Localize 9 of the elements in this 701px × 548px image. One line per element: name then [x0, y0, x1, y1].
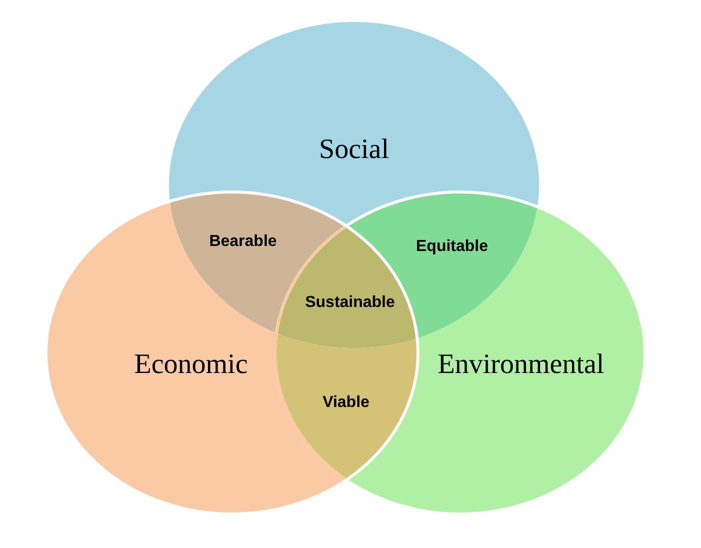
circle-label: Environmental [438, 348, 604, 382]
overlap-region [276, 226, 418, 348]
overlap-label: Sustainable [305, 294, 395, 312]
overlap-label: Bearable [209, 232, 277, 252]
overlap-label: Viable [322, 394, 370, 412]
overlap-label: Equitable [416, 238, 488, 256]
circle-label: Social [319, 134, 389, 166]
overlap-region [275, 333, 418, 480]
circle-label: Economic [134, 348, 248, 382]
